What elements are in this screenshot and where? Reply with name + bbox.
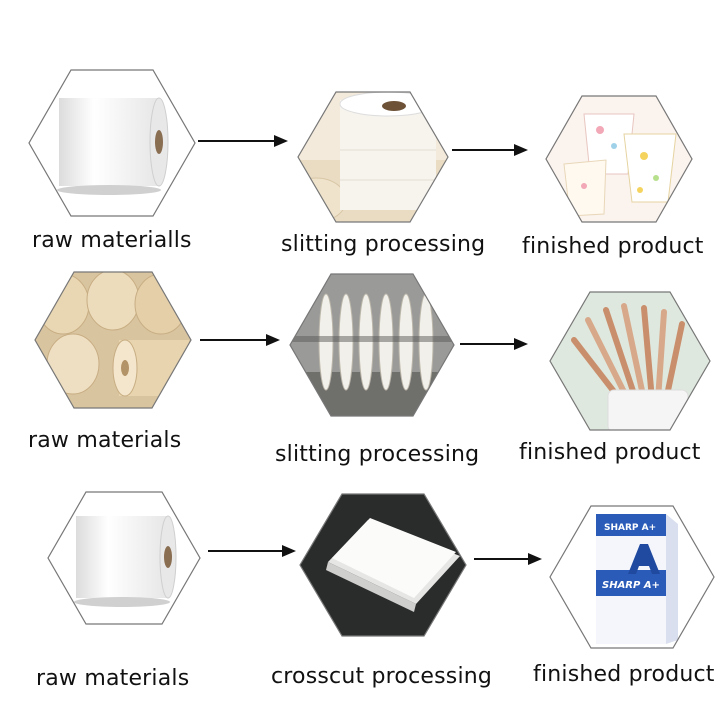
step-label: finished product bbox=[519, 440, 701, 465]
arrow-right-icon bbox=[452, 144, 528, 156]
stacked-rolls-icon bbox=[34, 271, 192, 409]
step-label: slitting processing bbox=[275, 442, 480, 467]
paper-sheets-icon bbox=[299, 493, 467, 637]
step-label: finished product bbox=[533, 662, 715, 687]
arrow-right-icon bbox=[208, 545, 296, 557]
box-brand-text: SHARP A+ bbox=[602, 580, 660, 591]
step-label: crosscut processing bbox=[271, 664, 493, 689]
arrow-right-icon bbox=[200, 334, 280, 346]
slitting-blades-icon bbox=[289, 273, 455, 417]
step-label: finished product bbox=[522, 234, 704, 259]
step-label: raw materials bbox=[28, 428, 182, 453]
step-label: raw materialls bbox=[32, 228, 192, 253]
step-label: raw materials bbox=[36, 666, 190, 691]
slit-rolls-icon bbox=[297, 91, 449, 223]
paper-straws-icon bbox=[549, 291, 711, 431]
paper-roll-icon bbox=[47, 491, 201, 625]
step-label: slitting processing bbox=[281, 232, 486, 257]
arrow-right-icon bbox=[474, 553, 542, 565]
arrow-right-icon bbox=[460, 338, 528, 350]
copy-paper-box-icon: SHARP A+ SHARP A+ bbox=[549, 505, 715, 649]
arrow-right-icon bbox=[198, 135, 288, 147]
paper-roll-icon bbox=[28, 69, 196, 217]
paper-cups-icon bbox=[545, 95, 693, 223]
box-brand-text: SHARP A+ bbox=[604, 523, 656, 533]
